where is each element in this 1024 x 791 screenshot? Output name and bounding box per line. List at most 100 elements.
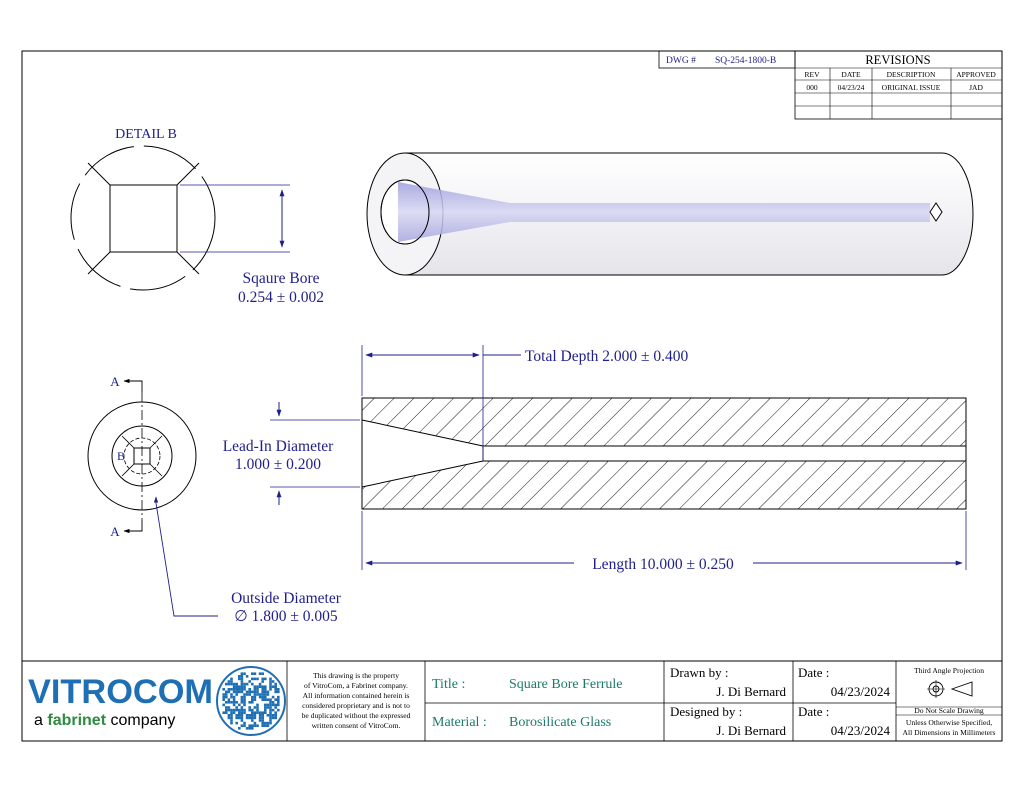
qr-module xyxy=(253,695,257,699)
qr-module xyxy=(251,677,254,681)
qr-module xyxy=(238,711,241,714)
qr-module xyxy=(258,711,262,714)
material-label: Material : xyxy=(432,715,487,730)
qr-module xyxy=(222,695,225,699)
qr-module xyxy=(230,680,233,683)
qr-module xyxy=(261,690,264,694)
drawn-date: 04/23/2024 xyxy=(831,684,891,699)
qr-module xyxy=(238,703,241,707)
vitrocom-logo: VITROCOM a fabrinet company xyxy=(28,673,213,729)
qr-module xyxy=(251,708,254,712)
qr-module xyxy=(258,695,262,699)
depth-dimension-text: Total Depth 2.000 ± 0.400 xyxy=(525,348,689,365)
qr-code xyxy=(216,666,286,736)
qr-module xyxy=(230,711,233,714)
qr-module xyxy=(243,685,246,688)
units-note-1: Unless Otherwise Specified, xyxy=(906,718,992,727)
qr-module xyxy=(248,724,251,727)
qr-module xyxy=(271,714,275,717)
qr-module xyxy=(232,708,236,712)
notice-line: written consent of VitroCom. xyxy=(312,721,401,730)
qr-module xyxy=(258,693,262,696)
qr-module xyxy=(261,714,264,717)
qr-module xyxy=(240,716,244,720)
logo-wordmark: VITROCOM xyxy=(28,673,213,711)
qr-module xyxy=(271,680,275,683)
qr-module xyxy=(253,698,257,701)
qr-module xyxy=(251,672,254,675)
qr-module xyxy=(269,698,272,701)
qr-module xyxy=(266,690,270,694)
qr-module xyxy=(269,677,272,681)
qr-module xyxy=(251,724,254,727)
qr-module xyxy=(274,690,277,694)
qr-module xyxy=(253,677,257,681)
qr-module xyxy=(235,708,238,712)
qr-module xyxy=(264,688,267,691)
logo-tagline-company: company xyxy=(110,712,175,729)
qr-module xyxy=(235,682,238,686)
qr-module xyxy=(238,685,241,688)
qr-module xyxy=(225,708,228,712)
qr-module xyxy=(251,695,254,699)
qr-module xyxy=(248,680,251,683)
qr-module xyxy=(256,685,259,688)
qr-module xyxy=(258,716,262,720)
qr-module xyxy=(232,695,236,699)
section-view: Total Depth 2.000 ± 0.400 Lead-In Diamet… xyxy=(223,345,967,573)
qr-module xyxy=(230,721,233,725)
qr-module xyxy=(230,719,233,722)
qr-module xyxy=(227,708,231,712)
qr-module xyxy=(251,719,254,722)
lead-in-taper-top xyxy=(361,419,484,447)
qr-module xyxy=(264,706,267,709)
qr-module xyxy=(235,721,238,725)
qr-module xyxy=(253,685,257,688)
qr-module xyxy=(235,701,238,704)
qr-module xyxy=(274,716,277,720)
qr-module xyxy=(245,727,249,730)
qr-module xyxy=(243,695,246,699)
qr-module xyxy=(232,688,236,691)
qr-module xyxy=(243,682,246,686)
qr-module xyxy=(240,680,244,683)
rev-col-approved: APPROVED xyxy=(956,70,996,79)
logo-tagline-a: a xyxy=(34,712,43,729)
qr-module xyxy=(240,698,244,701)
qr-module xyxy=(277,690,280,694)
qr-module xyxy=(256,708,259,712)
qr-module xyxy=(243,672,246,675)
qr-module xyxy=(243,724,246,727)
section-outline xyxy=(361,397,967,510)
qr-module xyxy=(230,682,233,686)
qr-module xyxy=(258,685,262,688)
qr-module xyxy=(222,693,225,696)
qr-module xyxy=(274,688,277,691)
qr-module xyxy=(248,706,251,709)
qr-module xyxy=(271,708,275,712)
qr-module xyxy=(222,688,225,691)
qr-module xyxy=(245,675,249,678)
qr-module xyxy=(277,708,280,712)
qr-module xyxy=(261,711,264,714)
qr-module xyxy=(225,690,228,694)
revisions-table: REVISIONS REV DATE DESCRIPTION APPROVED … xyxy=(794,50,1003,120)
qr-module xyxy=(258,672,262,675)
section-mark-bottom: A xyxy=(110,524,120,539)
qr-module xyxy=(235,693,238,696)
qr-module xyxy=(274,682,277,686)
qr-module xyxy=(264,711,267,714)
qr-module xyxy=(232,701,236,704)
qr-module xyxy=(256,690,259,694)
notice-line: be duplicated without the expressed xyxy=(302,711,411,720)
qr-module xyxy=(227,682,231,686)
projection-label: Third Angle Projection xyxy=(914,666,984,675)
qr-module xyxy=(269,711,272,714)
qr-module xyxy=(222,711,225,714)
qr-module xyxy=(243,693,246,696)
qr-module xyxy=(235,690,238,694)
qr-module xyxy=(269,688,272,691)
rev-col-rev: REV xyxy=(805,70,821,79)
qr-module xyxy=(240,701,244,704)
qr-module xyxy=(225,682,228,686)
